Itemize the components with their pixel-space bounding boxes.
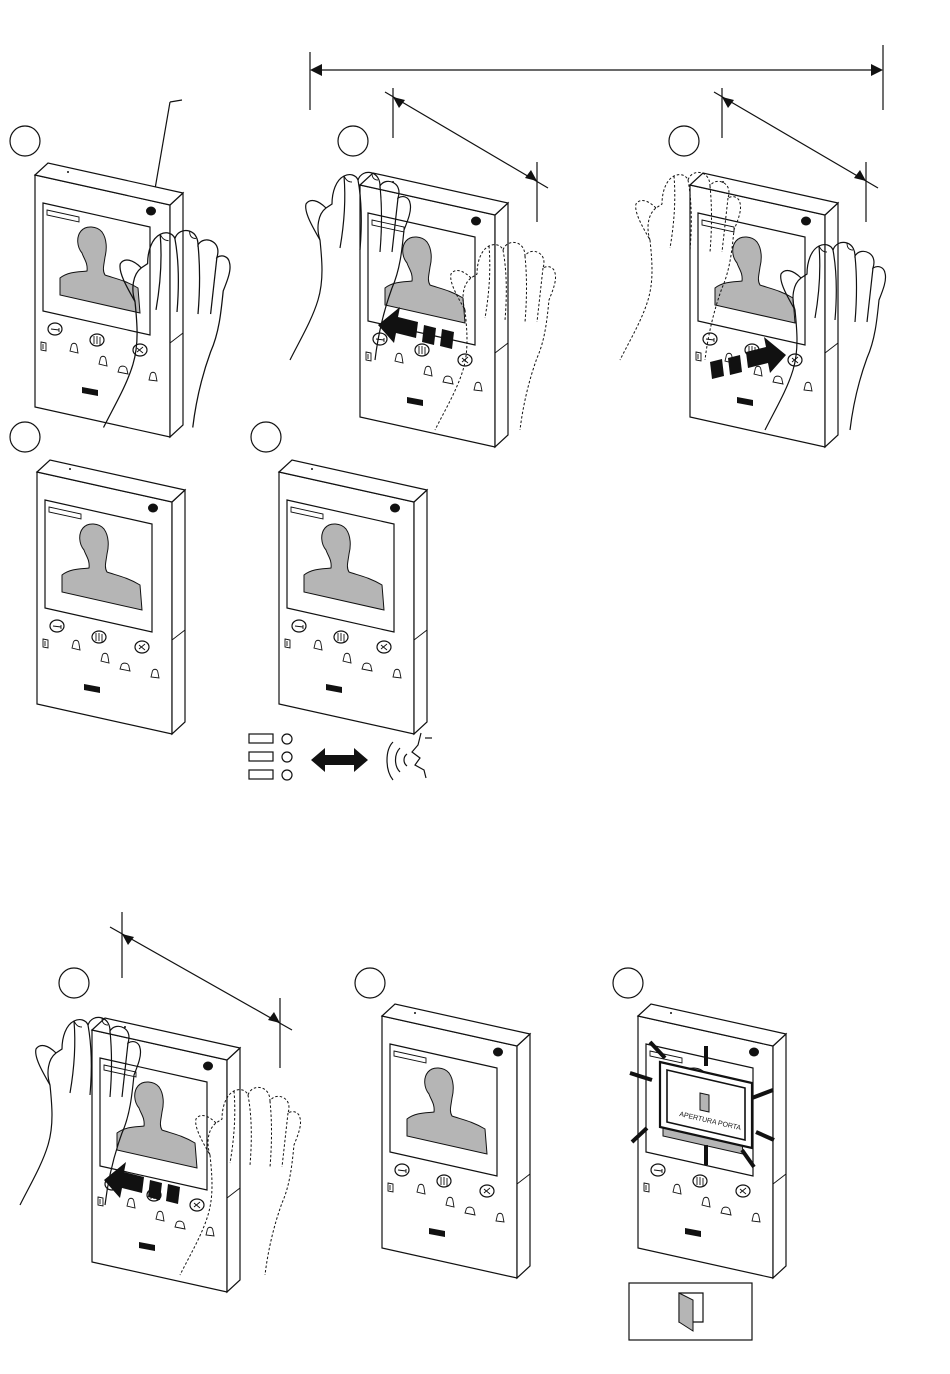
monitor-device [279, 460, 427, 734]
step-5-marker [251, 422, 281, 452]
step-6-panel [20, 912, 301, 1292]
voice-command-icon [387, 733, 432, 780]
step-5-panel [251, 422, 427, 734]
step-3-marker [669, 126, 699, 156]
step-4-panel [10, 422, 185, 734]
step-8-marker [613, 968, 643, 998]
step-2-marker [338, 126, 368, 156]
monitor-device [92, 1018, 240, 1292]
step-7-marker [355, 968, 385, 998]
double-arrow-icon [311, 748, 368, 772]
step-1-panel [10, 100, 230, 437]
mode-switch-row [249, 733, 432, 780]
step-4-marker [10, 422, 40, 452]
step-1-marker [10, 126, 40, 156]
door-symbol-box [629, 1283, 752, 1340]
step-6-marker [59, 968, 89, 998]
step-7-panel [355, 968, 530, 1278]
monitor-device [638, 1004, 786, 1278]
monitor-device [35, 163, 183, 437]
monitor-device [37, 460, 185, 734]
step-2-panel [290, 88, 556, 447]
menu-list-icon [249, 734, 292, 780]
monitor-device [382, 1004, 530, 1278]
step-3-panel [620, 88, 886, 447]
step-8-panel: APERTURA PORTA [613, 968, 786, 1278]
